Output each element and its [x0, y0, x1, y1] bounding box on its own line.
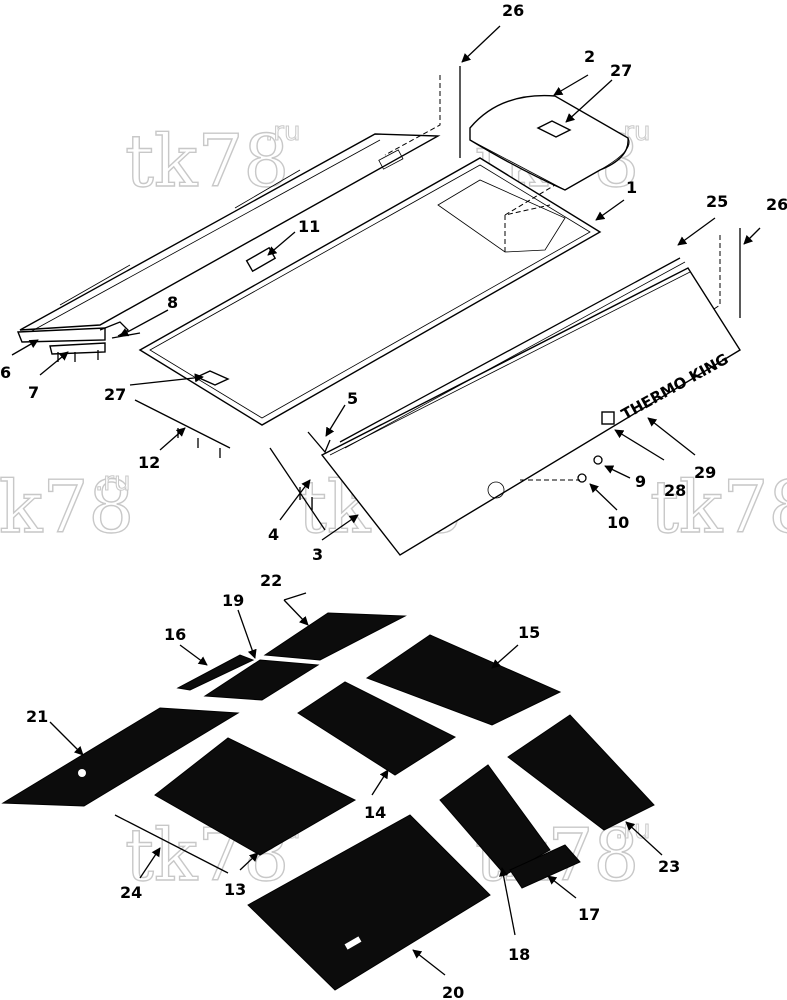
pad-19	[203, 659, 320, 701]
front-panel-3	[320, 257, 741, 556]
callout-29: 29	[694, 463, 716, 482]
pad-14	[297, 681, 457, 776]
strip-24	[114, 814, 229, 874]
bracket-6-7	[16, 327, 106, 362]
callout-27-upper: 27	[610, 61, 632, 80]
callout-24: 24	[120, 883, 142, 902]
pad-16	[176, 654, 255, 691]
callout-27-lower: 27	[104, 385, 126, 404]
callout-1: 1	[626, 178, 637, 197]
callout-17: 17	[578, 905, 600, 924]
callout-11: 11	[298, 217, 320, 236]
callout-15: 15	[518, 623, 540, 642]
callout-6: 6	[0, 363, 11, 382]
callout-23: 23	[658, 857, 680, 876]
pad-18	[439, 764, 551, 876]
nut-10	[577, 473, 587, 483]
callout-13: 13	[224, 880, 246, 899]
pad-20	[247, 814, 491, 991]
label-27-upper	[536, 120, 572, 138]
callout-18: 18	[508, 945, 530, 964]
callout-26-right: 26	[766, 195, 787, 214]
watermark-suffix: .ru	[95, 467, 130, 497]
callout-5: 5	[347, 389, 358, 408]
pad-22	[263, 612, 407, 661]
callout-4: 4	[268, 525, 279, 544]
watermark-suffix: .ru	[265, 117, 300, 147]
callout-14: 14	[364, 803, 386, 822]
callout-20: 20	[442, 983, 464, 1000]
back-rail-panel	[19, 133, 441, 333]
callout-19: 19	[222, 591, 244, 610]
label-27-lower	[195, 370, 230, 386]
strip-26-left	[384, 66, 461, 158]
callout-21: 21	[26, 707, 48, 726]
pad-13	[154, 737, 357, 856]
roof-panel-1	[138, 157, 602, 426]
callout-12: 12	[138, 453, 160, 472]
callout-26-left: 26	[502, 1, 524, 20]
watermark: tk78	[125, 119, 289, 203]
callout-9: 9	[635, 472, 646, 491]
callout-16: 16	[164, 625, 186, 644]
pad-21	[1, 707, 240, 807]
callout-8: 8	[167, 293, 178, 312]
callout-25: 25	[706, 192, 728, 211]
callout-arrows	[11, 25, 761, 976]
cover-2	[469, 94, 630, 191]
watermark: tk78	[0, 465, 134, 549]
callout-2: 2	[584, 47, 595, 66]
rail-12	[134, 399, 231, 458]
watermark: tk78	[650, 465, 787, 549]
screw-9	[593, 455, 603, 465]
logo-badge-28	[601, 411, 615, 425]
pad-17	[509, 844, 581, 889]
callout-3: 3	[312, 545, 323, 564]
callout-10: 10	[607, 513, 629, 532]
callout-22: 22	[260, 571, 282, 590]
callout-7: 7	[28, 383, 39, 402]
callout-28: 28	[664, 481, 686, 500]
pad-23	[507, 714, 655, 831]
clip-5	[307, 431, 331, 454]
bracket-11	[245, 246, 277, 273]
pad-15	[365, 634, 562, 726]
